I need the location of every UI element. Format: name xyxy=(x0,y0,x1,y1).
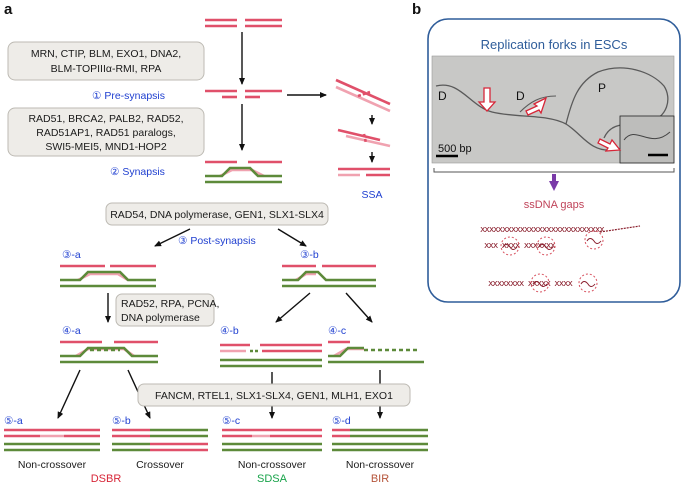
pathway-dsbr: DSBR xyxy=(91,473,122,483)
product-5c xyxy=(222,428,322,452)
ssa-label: SSA xyxy=(361,189,382,201)
em-label-d2: D xyxy=(516,89,525,103)
box2-line2: RAD51AP1, RAD51 paralogs, xyxy=(36,127,176,139)
svg-text:xxxxxxxxxxxxxxxxxxxxxxxxxxxx: xxxxxxxxxxxxxxxxxxxxxxxxxxxx xyxy=(480,225,605,235)
svg-text:xxxxxxxx xxxxx xxxx: xxxxxxxx xxxxx xxxx xyxy=(488,279,574,289)
presynapsis-label: ① Pre-synapsis xyxy=(92,90,165,102)
outcome-5a: Non-crossover xyxy=(18,459,87,471)
gap-arrows xyxy=(477,87,622,152)
pathway-sdsa: SDSA xyxy=(257,473,288,483)
box1-line1: MRN, CTIP, BLM, EXO1, DNA2, xyxy=(31,48,181,60)
step-5b-label: ⑤-b xyxy=(112,415,131,427)
ssa-diagram xyxy=(335,78,391,177)
step-5d-label: ⑤-d xyxy=(332,415,351,427)
intermediate-4b xyxy=(220,343,322,368)
em-label-d1: D xyxy=(438,89,447,103)
dissolution-factors-box xyxy=(137,383,411,407)
ssdna-gaps-label: ssDNA gaps xyxy=(524,199,585,211)
dsb-top xyxy=(205,18,282,28)
dloop-synapsis xyxy=(205,160,282,184)
resolution-factors-box xyxy=(105,202,329,226)
panel-a-letter: a xyxy=(4,1,13,18)
box4-line2: DNA polymerase xyxy=(121,312,200,324)
arrow-to-3a xyxy=(154,228,191,247)
intermediate-3b xyxy=(282,264,376,288)
step-5a-label: ⑤-a xyxy=(4,415,23,427)
product-5d xyxy=(332,428,428,452)
scale-bar-label: 500 bp xyxy=(438,143,472,155)
svg-text:xxx xxxx xxxxxxx: xxx xxxx xxxxxxx xyxy=(484,241,556,251)
panel-b-letter: b xyxy=(412,1,421,18)
arrow-to-3b xyxy=(277,228,307,247)
step-3b-label: ③-b xyxy=(300,249,319,261)
intermediate-4a xyxy=(60,340,158,364)
bir-factors-box xyxy=(115,293,215,327)
step-4c-label: ④-c xyxy=(328,325,346,337)
resection-factors-box xyxy=(7,41,205,81)
intermediate-4c xyxy=(328,340,424,364)
outcome-5b: Crossover xyxy=(136,459,184,471)
step-4b-label: ④-b xyxy=(220,325,239,337)
box2-line3: SWI5-MEI5, MND1-HOP2 xyxy=(45,141,167,153)
step-5c-label: ⑤-c xyxy=(222,415,240,427)
arrow-3b-4c xyxy=(345,292,373,323)
synapsis-label: ② Synapsis xyxy=(110,166,165,178)
postsynapsis-label: ③ Post-synapsis xyxy=(178,235,256,247)
box5-text: FANCM, RTEL1, SLX1-SLX4, GEN1, MLH1, EXO… xyxy=(155,390,393,402)
arrow-4a-5a xyxy=(57,369,81,419)
em-micrograph xyxy=(431,55,675,164)
box4-line1: RAD52, RPA, PCNA, xyxy=(121,298,219,310)
box1-line2: BLM-TOPIIIα-RMI, RPA xyxy=(51,63,162,75)
product-5a xyxy=(4,428,100,452)
intermediate-3a xyxy=(60,264,156,288)
outcome-5c: Non-crossover xyxy=(238,459,307,471)
em-label-p: P xyxy=(598,81,606,95)
step-4a-label: ④-a xyxy=(62,325,81,337)
box3-text: RAD54, DNA polymerase, GEN1, SLX1-SLX4 xyxy=(110,209,324,221)
fork-schematic: xxxxxxxxxxxxxxxxxxxxxxxxxxxx xxx xxxx xx… xyxy=(480,225,641,293)
product-5b xyxy=(112,428,208,452)
bracket xyxy=(433,168,675,173)
box2-line1: RAD51, BRCA2, PALB2, RAD52, xyxy=(28,113,183,125)
outcome-5d: Non-crossover xyxy=(346,459,415,471)
arrow-3b-4b xyxy=(275,292,311,323)
step-3a-label: ③-a xyxy=(62,249,81,261)
synapsis-factors-box xyxy=(7,107,205,157)
resected-ends xyxy=(205,89,282,99)
panel-b-title: Replication forks in ESCs xyxy=(481,37,628,52)
pathway-bir: BIR xyxy=(371,473,389,483)
